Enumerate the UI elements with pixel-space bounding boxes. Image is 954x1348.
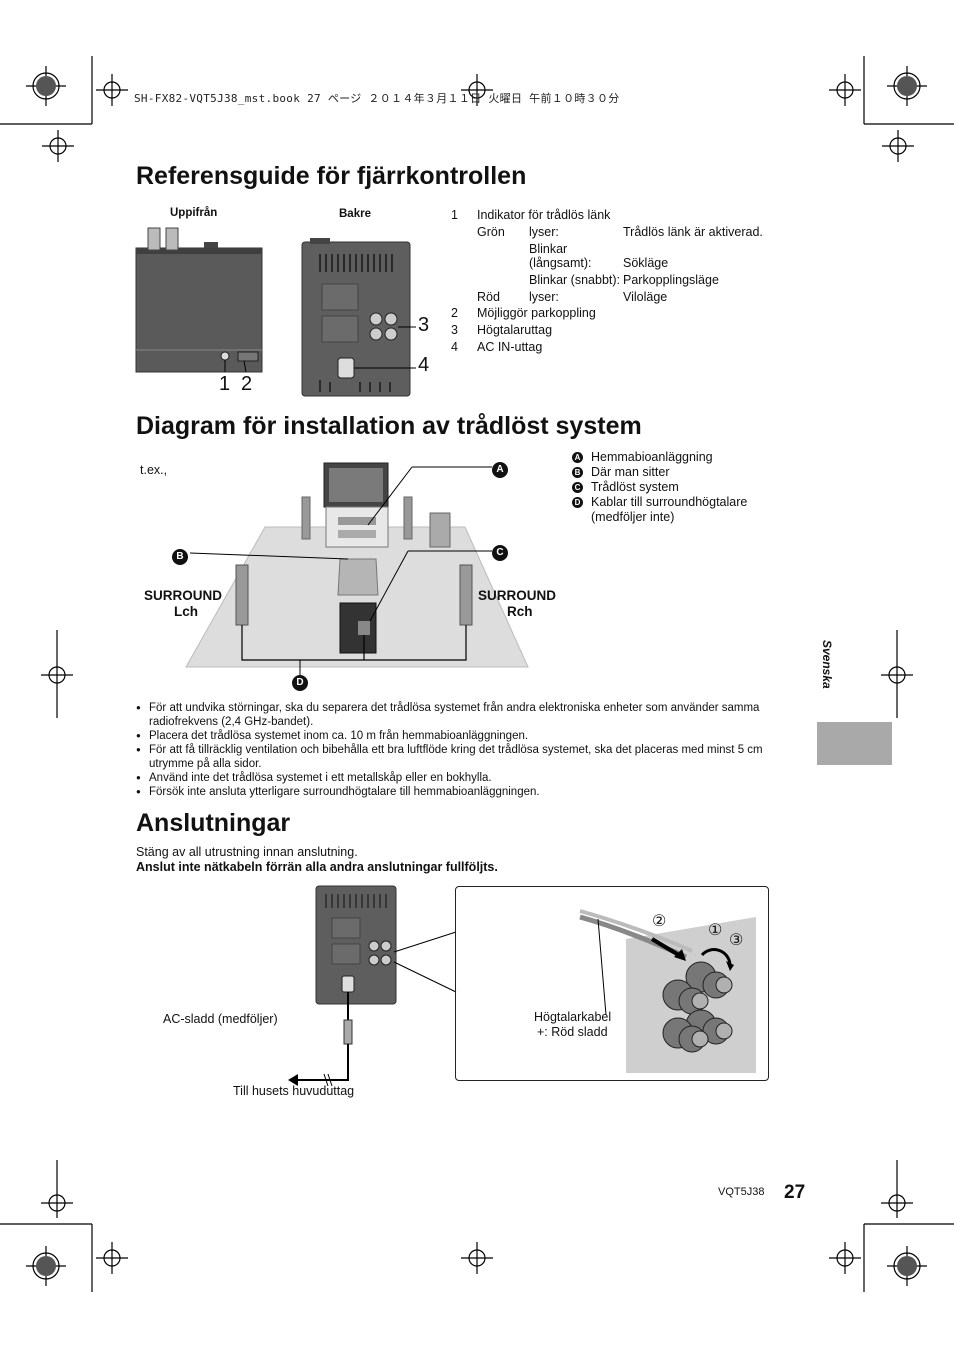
legend-badge-c: C [572,482,583,493]
connection-diagram-unit [288,885,457,1087]
parts-n1: 1 [451,208,458,222]
badge-c-diagram: C [492,545,508,561]
parts-n3: 3 [451,323,458,337]
surround-right-label-1: SURROUND [478,588,557,603]
parts-n2: 2 [451,306,458,320]
note-item: För att undvika störningar, ska du separ… [136,701,796,729]
badge-b-diagram: B [172,549,188,565]
speaker-cable-label: Högtalarkabel [534,1010,612,1024]
file-header: SH-FX82-VQT5J38_mst.book 27 ページ ２０１４年３月１… [134,92,620,105]
parts-v2: Sökläge [623,256,669,270]
callout-2: 2 [241,373,253,395]
badge-a-diagram: A [492,462,508,478]
outlet-label: Till husets huvuduttag [233,1084,355,1098]
notes-list: För att undvika störningar, ska du separ… [136,701,796,799]
parts-lyser2: lyser: [529,290,559,304]
parts-t2: Möjliggör parkoppling [477,306,596,320]
parts-v1: Trådlös länk är aktiverad. [623,225,763,239]
parts-v3: Parkopplingsläge [623,273,719,287]
section-title-remote: Referensguide för fjärrkontrollen [136,162,527,190]
parts-langsamt: (långsamt): [529,256,592,270]
step-2-marker: ② [652,913,667,930]
note-item: Placera det trådlösa systemet inom ca. 1… [136,729,796,743]
parts-t4: AC IN-uttag [477,340,543,354]
parts-t1: Indikator för trådlös länk [477,208,611,222]
example-label: t.ex., [140,463,168,477]
legend-text-d: Kablar till surroundhögtalare [591,495,748,509]
parts-blinkar-a: Blinkar [529,242,568,256]
legend-badge-d: D [572,497,583,508]
legend-badge-b: B [572,467,583,478]
connections-instruction: Stäng av all utrustning innan anslutning… [136,845,358,859]
badge-d-diagram: D [292,675,308,691]
page-number: 27 [784,1182,806,1203]
parts-lyser1: lyser: [529,225,559,239]
surround-right-label-2: Rch [507,604,533,619]
device-back-view-illustration [301,238,416,397]
legend-text-b: Där man sitter [591,465,670,479]
label-top-view: Uppifrån [170,207,218,219]
parts-t3: Högtalaruttag [477,323,553,337]
step-3-marker: ③ [729,932,744,949]
parts-gron: Grön [477,225,505,239]
legend-text-c: Trådlöst system [591,480,679,494]
parts-blinkar-b: Blinkar (snabbt): [529,273,621,287]
language-side-label: Svenska [820,640,836,710]
ac-cord-label: AC-sladd (medföljer) [163,1012,278,1026]
section-title-diagram: Diagram för installation av trådlöst sys… [136,412,642,440]
callout-3: 3 [418,314,430,336]
parts-v4: Viloläge [623,290,668,304]
parts-rod: Röd [477,290,500,304]
language-label: Svenska [820,640,834,689]
note-item: Försök inte ansluta ytterligare surround… [136,785,796,799]
diagram-legend: A Hemmabioanläggning B Där man sitter C Trå… [572,450,792,525]
section-title-connections: Anslutningar [136,809,291,837]
red-wire-label: +: Röd sladd [537,1025,608,1039]
language-tab [817,722,892,765]
surround-left-label-1: SURROUND [144,588,223,603]
callout-1: 1 [219,373,231,395]
legend-text-d-cont: (medföljer inte) [591,510,675,524]
connections-warning: Anslut inte nätkabeln förrän alla andra … [136,860,498,874]
doc-code: VQT5J38 [718,1186,765,1198]
note-item: För att få tillräcklig ventilation och b… [136,743,796,771]
callout-4: 4 [418,354,430,376]
speaker-terminal-illustration [579,909,756,1073]
note-item: Använd inte det trådlösa systemet i ett … [136,771,796,785]
parts-n4: 4 [451,340,458,354]
surround-left-label-2: Lch [174,604,199,619]
installation-diagram [185,462,529,681]
step-1-marker: ① [708,922,723,939]
device-top-view-illustration [135,227,263,373]
legend-text-a: Hemmabioanläggning [591,450,713,464]
zoom-detail-box [455,886,769,1081]
legend-badge-a: A [572,452,583,463]
label-back-view: Bakre [339,208,371,220]
